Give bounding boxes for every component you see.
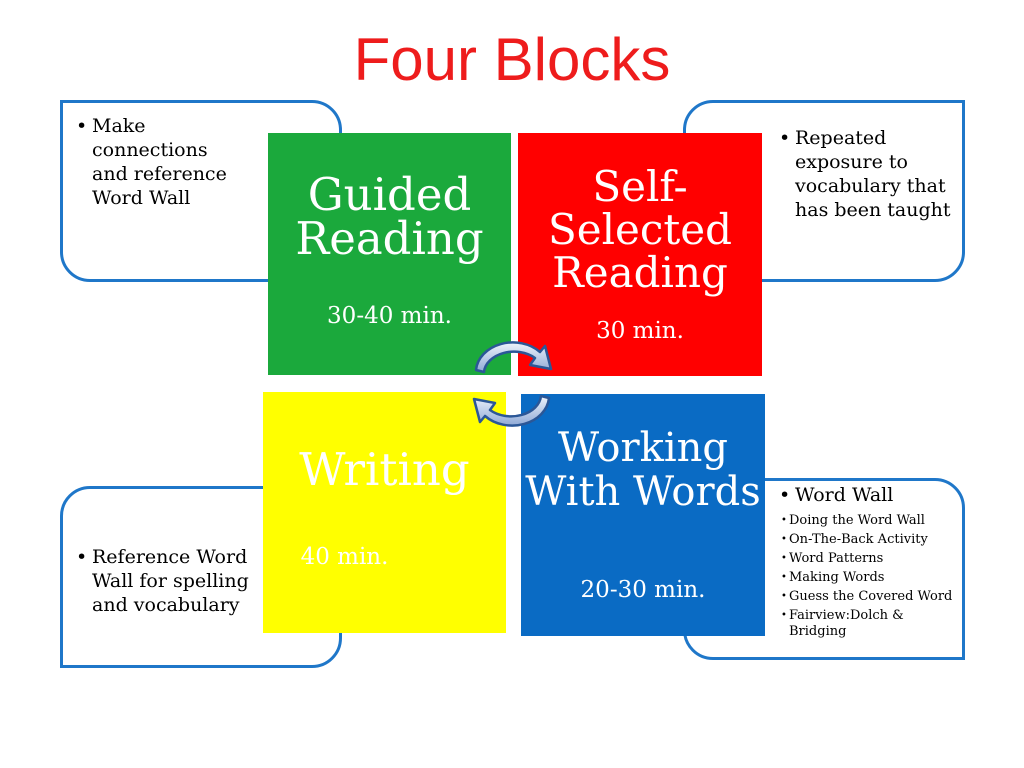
block-time: 20-30 min.: [580, 577, 706, 603]
callout-text-bottom-right: Word Wall Doing the Word Wall On-The-Bac…: [773, 483, 963, 643]
arrow-top-icon: [474, 341, 553, 374]
block-writing: Writing 40 min.: [263, 392, 506, 633]
block-self-selected-reading: Self-Selected Reading 30 min.: [518, 133, 762, 376]
word-wall-item: On-The-Back Activity: [773, 532, 963, 548]
callout-text-bottom-left: Reference Word Wall for spelling and voc…: [70, 545, 250, 617]
arrow-bottom-icon: [472, 394, 551, 427]
word-wall-item: Word Patterns: [773, 551, 963, 567]
slide-title: Four Blocks: [353, 26, 671, 93]
word-wall-item: Making Words: [773, 570, 963, 586]
word-wall-item: Doing the Word Wall: [773, 513, 963, 529]
block-working-with-words: Working With Words 20-30 min.: [521, 394, 765, 636]
word-wall-item: Guess the Covered Word: [773, 589, 963, 605]
callout-bullet: Make connections and reference Word Wall: [70, 114, 240, 210]
word-wall-item: Fairview:Dolch & Bridging: [773, 608, 963, 640]
block-time: 40 min.: [300, 544, 389, 570]
block-guided-reading: Guided Reading 30-40 min.: [268, 133, 511, 375]
word-wall-heading: Word Wall: [773, 483, 963, 507]
block-heading: Self-Selected Reading: [547, 162, 733, 297]
block-heading: Writing: [299, 443, 470, 496]
block-heading: Working With Words: [525, 425, 761, 515]
block-heading: Guided Reading: [295, 168, 484, 265]
callout-text-top-right: Repeated exposure to vocabulary that has…: [773, 126, 963, 222]
callout-text-top-left: Make connections and reference Word Wall: [70, 114, 240, 210]
block-time: 30 min.: [596, 318, 684, 344]
callout-bullet: Repeated exposure to vocabulary that has…: [773, 126, 963, 222]
callout-bullet: Reference Word Wall for spelling and voc…: [70, 545, 250, 617]
word-wall-list: Doing the Word Wall On-The-Back Activity…: [773, 513, 963, 640]
block-time: 30-40 min.: [327, 303, 452, 329]
